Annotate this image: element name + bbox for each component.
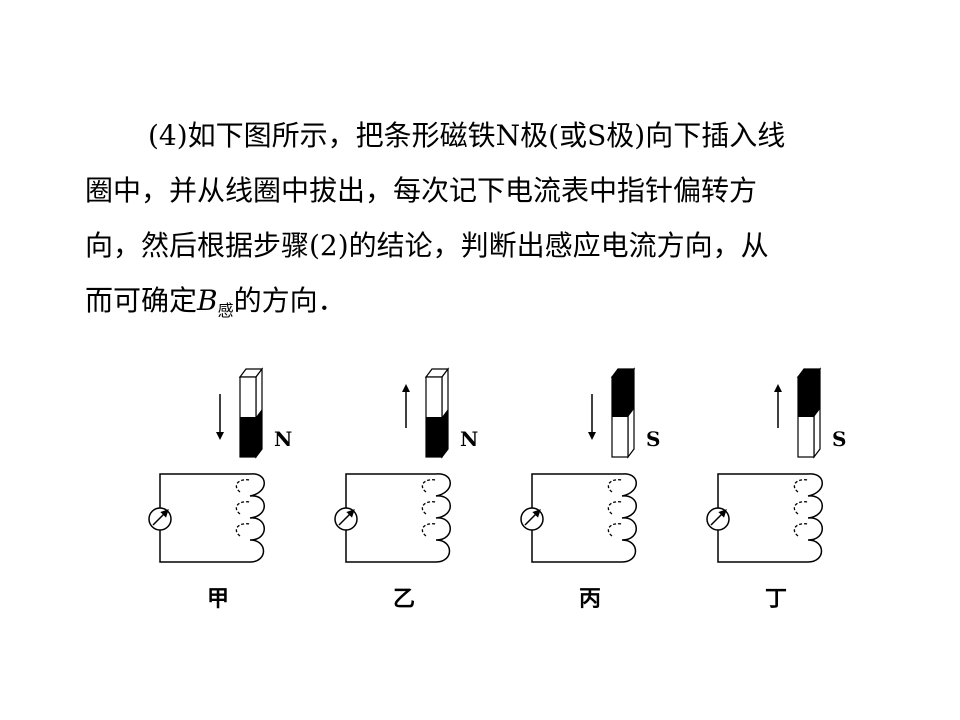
coil-outer	[807, 473, 823, 563]
magnet-dark-side	[814, 369, 820, 417]
b-subscript: 感	[217, 301, 234, 320]
coil-back-loop-3	[607, 523, 623, 537]
magnet-dark-half	[426, 417, 442, 457]
coil-back-loop-2	[607, 501, 623, 515]
magnet-dark-side	[256, 409, 262, 457]
pole-label: S	[646, 427, 660, 451]
coil-back-loop-3	[421, 523, 437, 537]
paragraph-line-2: 圈中，并从线圈中拔出，每次记下电流表中指针偏转方	[85, 174, 758, 207]
galvanometer	[706, 507, 730, 531]
coil	[235, 473, 265, 563]
paragraph-line-4: 而可确定B感的方向．	[85, 273, 885, 328]
panel-label: 乙	[393, 586, 415, 612]
magnet-dark-top	[612, 369, 634, 377]
bar-magnet	[424, 367, 450, 459]
line4-pre: 而可确定	[85, 284, 198, 317]
paragraph-line-3: 向，然后根据步骤(2)的结论，判断出感应电流方向，从	[85, 229, 769, 262]
galvanometer-needle	[338, 509, 355, 526]
galvanometer-needle	[710, 509, 727, 526]
bar-magnet	[796, 367, 822, 459]
panel-label: 丙	[579, 586, 601, 612]
magnet-dark-half	[798, 377, 814, 417]
paragraph-line-1: (4)如下图所示，把条形磁铁N极(或S极)向下插入线	[148, 119, 786, 152]
magnet-dark-top	[798, 369, 820, 377]
panel-3: S丙	[520, 367, 660, 612]
coil	[607, 473, 637, 563]
bar-magnet	[610, 367, 636, 459]
magnet-dark-side	[442, 409, 448, 457]
pole-label: S	[832, 427, 846, 451]
coil-back-loop-1	[421, 479, 437, 493]
galvanometer-needle	[152, 509, 169, 526]
galvanometer	[520, 507, 544, 531]
panel-1: N甲	[148, 367, 292, 612]
coil-outer	[621, 473, 637, 563]
magnet-dark-half	[612, 377, 628, 417]
coil-outer	[435, 473, 451, 563]
coil-back-loop-3	[235, 523, 251, 537]
bar-magnet	[238, 367, 264, 459]
magnet-dark-half	[240, 417, 256, 457]
coil-back-loop-1	[235, 479, 251, 493]
coil-back-loop-2	[793, 501, 809, 515]
coil-back-loop-2	[421, 501, 437, 515]
b-symbol: B	[197, 284, 218, 317]
magnet-dark-side	[628, 369, 634, 417]
panel-label: 丁	[765, 586, 787, 612]
coil-back-loop-2	[235, 501, 251, 515]
coil-back-loop-1	[607, 479, 623, 493]
panel-label: 甲	[207, 586, 229, 612]
coil-back-loop-3	[793, 523, 809, 537]
galvanometer-needle	[524, 509, 541, 526]
pole-label: N	[274, 427, 292, 451]
coil-outer	[249, 473, 265, 563]
line4-post: 的方向．	[233, 284, 346, 317]
coil	[421, 473, 451, 563]
panel-2: N乙	[334, 367, 478, 612]
instruction-paragraph: (4)如下图所示，把条形磁铁N极(或S极)向下插入线 圈中，并从线圈中拔出，每次…	[85, 108, 885, 328]
coil	[793, 473, 823, 563]
pole-label: N	[460, 427, 478, 451]
galvanometer	[148, 507, 172, 531]
galvanometer	[334, 507, 358, 531]
coil-back-loop-1	[793, 479, 809, 493]
panel-4: S丁	[706, 367, 846, 612]
